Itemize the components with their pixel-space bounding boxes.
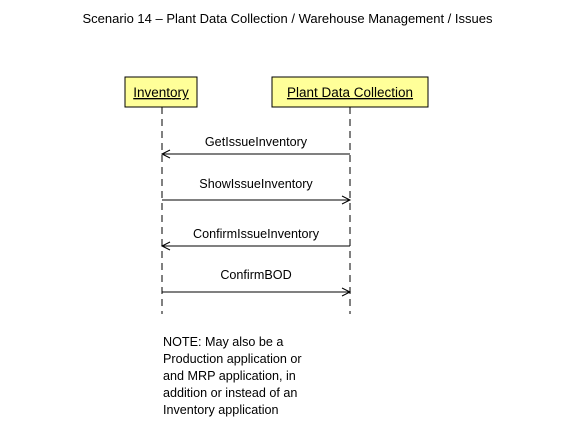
arrowhead-left-icon: [160, 241, 171, 251]
participant-label-plant-data-collection: Plant Data Collection: [287, 85, 413, 100]
message-confirm-bod: ConfirmBOD: [162, 268, 352, 297]
note-line: and MRP application, in: [163, 369, 296, 383]
message-label: ConfirmIssueInventory: [193, 227, 320, 241]
participant-box-inventory: [124, 76, 198, 108]
participant-label-inventory: Inventory: [133, 85, 189, 100]
arrowhead-left-icon: [160, 149, 171, 159]
note-line: Production application or: [163, 352, 302, 366]
arrowhead-right-icon: [341, 287, 352, 297]
participant-box-plant-data-collection: [271, 76, 429, 108]
diagram-note: NOTE: May also be a Production applicati…: [163, 334, 363, 419]
message-show-issue-inventory: ShowIssueInventory: [162, 177, 352, 205]
participant-plant-data-collection: Plant Data Collection: [271, 76, 429, 108]
message-label: ConfirmBOD: [220, 268, 291, 282]
arrowhead-right-icon: [341, 195, 352, 205]
message-confirm-issue-inventory: ConfirmIssueInventory: [160, 227, 350, 251]
diagram-title: Scenario 14 – Plant Data Collection / Wa…: [82, 11, 493, 26]
note-line: NOTE: May also be a: [163, 335, 284, 349]
message-label: GetIssueInventory: [205, 135, 308, 149]
participant-inventory: Inventory: [124, 76, 198, 108]
note-line: addition or instead of an: [163, 386, 298, 400]
message-label: ShowIssueInventory: [199, 177, 313, 191]
note-line: Inventory application: [163, 403, 279, 417]
message-get-issue-inventory: GetIssueInventory: [160, 135, 350, 159]
